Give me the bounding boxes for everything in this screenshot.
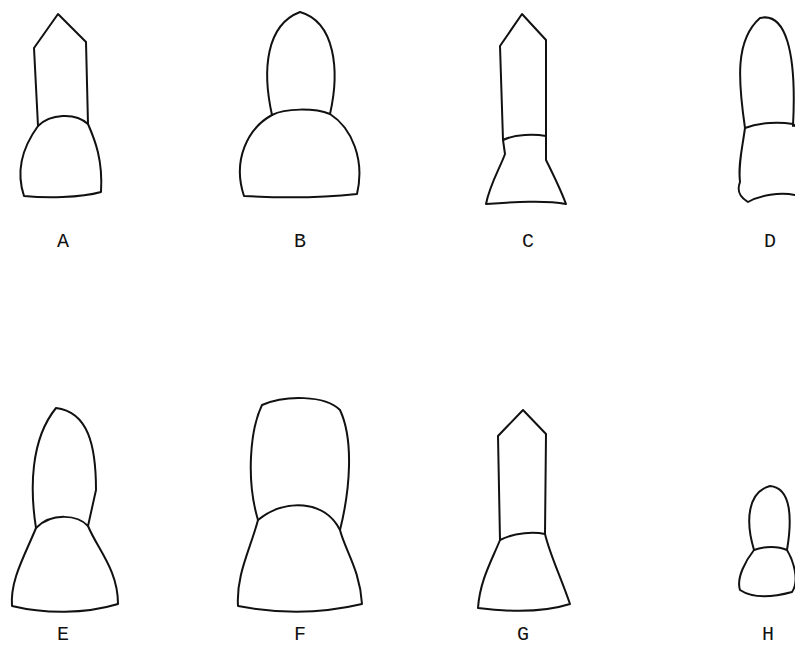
figure-letter: H bbox=[762, 625, 774, 645]
tooth-outline-c bbox=[486, 14, 566, 204]
tooth-outline-e bbox=[12, 408, 118, 612]
figure-letter: D bbox=[764, 232, 776, 252]
figure-letter: G bbox=[517, 625, 529, 645]
figure-letter: B bbox=[294, 232, 306, 252]
figure-letter: C bbox=[522, 232, 534, 252]
tooth-outline-f bbox=[238, 398, 362, 612]
figure-letter: F bbox=[294, 625, 306, 645]
tooth-outline-d bbox=[739, 17, 795, 202]
tooth-outline-b bbox=[240, 12, 359, 197]
figure-letter: E bbox=[57, 625, 69, 645]
figure-letter: A bbox=[57, 232, 69, 252]
tooth-outline-g bbox=[478, 410, 570, 611]
tooth-outline-a bbox=[20, 14, 101, 197]
tooth-outline-h bbox=[739, 486, 795, 596]
